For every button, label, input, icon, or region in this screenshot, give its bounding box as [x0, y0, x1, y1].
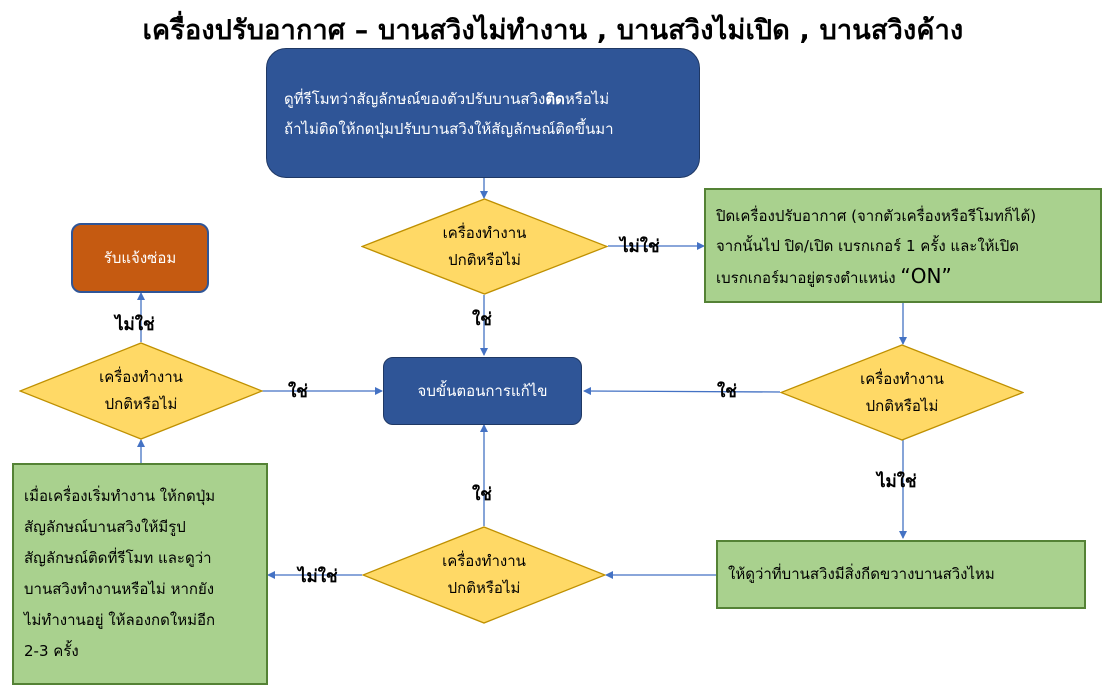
start-box: ดูที่รีโมทว่าสัญลักษณ์ของตัวปรับบานสวิงต… [266, 48, 700, 178]
breaker-line1: ปิดเครื่องปรับอากาศ (จากตัวเครื่องหรือรี… [716, 207, 1037, 225]
label-d1-no: ไม่ใช่ [620, 237, 660, 257]
arrow-decision2-to-end [583, 387, 781, 396]
remote-box: เมื่อเครื่องเริ่มทำงาน ให้กดปุ่ม สัญลักษ… [12, 463, 268, 685]
obstruction-label: ให้ดูว่าที่บานสวิงมีสิ่งกีดขวางบานสวิงไห… [728, 565, 995, 583]
start-line1-bold: ติด [545, 90, 565, 108]
label-d2-no: ไม่ใช่ [877, 472, 917, 492]
decision-4-shape [19, 342, 263, 440]
decision-2-line2: ปกติหรือไม่ [865, 396, 939, 415]
start-line1-a: ดูที่รีโมทว่าสัญลักษณ์ของตัวปรับบานสวิง [284, 90, 546, 108]
start-line1-b: หรือไม่ [564, 90, 610, 108]
remote-line2: สัญลักษณ์บานสวิงให้มีรูป [24, 518, 186, 536]
label-d3-yes: ใช่ [472, 485, 492, 505]
label-d1-yes: ใช่ [472, 310, 492, 330]
label-d3-no: ไม่ใช่ [298, 567, 338, 587]
decision-4-line1: เครื่องทำงาน [99, 368, 183, 386]
remote-line5: ไม่ทำงานอยู่ ให้ลองกดใหม่อีก [24, 611, 216, 629]
decision-2-shape [780, 344, 1024, 441]
remote-line4: บานสวิงทำงานหรือไม่ หากยัง [24, 580, 215, 598]
end-label: จบขั้นตอนการแก้ไข [417, 381, 548, 400]
end-box: จบขั้นตอนการแก้ไข [383, 357, 582, 425]
decision-3-line2: ปกติหรือไม่ [447, 579, 521, 597]
remote-line6: 2-3 ครั้ง [24, 642, 79, 660]
repair-box: รับแจ้งซ่อม [71, 223, 209, 293]
label-d4-yes: ใช่ [288, 382, 308, 402]
breaker-line3-a: เบรกเกอร์มาอยู่ตรงตำแหน่ง [716, 269, 901, 287]
decision-3: เครื่องทำงาน ปกติหรือไม่ [362, 526, 606, 624]
breaker-line3-on: “ON” [900, 264, 952, 288]
obstruction-box: ให้ดูว่าที่บานสวิงมีสิ่งกีดขวางบานสวิงไห… [716, 540, 1086, 609]
breaker-box: ปิดเครื่องปรับอากาศ (จากตัวเครื่องหรือรี… [704, 188, 1102, 303]
remote-line3: สัญลักษณ์ติดที่รีโมท และดูว่า [24, 549, 212, 567]
decision-1: เครื่องทำงาน ปกติหรือไม่ [361, 198, 608, 295]
breaker-line2: จากนั้นไป ปิด/เปิด เบรกเกอร์ 1 ครั้ง และ… [716, 237, 1019, 255]
decision-4: เครื่องทำงาน ปกติหรือไม่ [19, 342, 263, 440]
decision-2: เครื่องทำงาน ปกติหรือไม่ [780, 344, 1024, 441]
diagram-title: เครื่องปรับอากาศ – บานสวิงไม่ทำงาน , บาน… [142, 15, 964, 46]
decision-1-line1: เครื่องทำงาน [442, 223, 527, 242]
decision-2-line1: เครื่องทำงาน [860, 369, 944, 388]
remote-line1: เมื่อเครื่องเริ่มทำงาน ให้กดปุ่ม [24, 487, 216, 505]
label-d4-no: ไม่ใช่ [115, 315, 155, 335]
decision-1-shape [361, 198, 608, 295]
start-line2: ถ้าไม่ติดให้กดปุ่มปรับบานสวิงให้สัญลักษณ… [284, 120, 614, 138]
decision-3-line1: เครื่องทำงาน [442, 552, 526, 570]
decision-4-line2: ปกติหรือไม่ [104, 395, 178, 413]
decision-3-shape [362, 526, 606, 624]
decision-1-line2: ปกติหรือไม่ [448, 250, 521, 269]
repair-label: รับแจ้งซ่อม [103, 248, 177, 267]
label-d2-yes: ใช่ [717, 382, 737, 402]
